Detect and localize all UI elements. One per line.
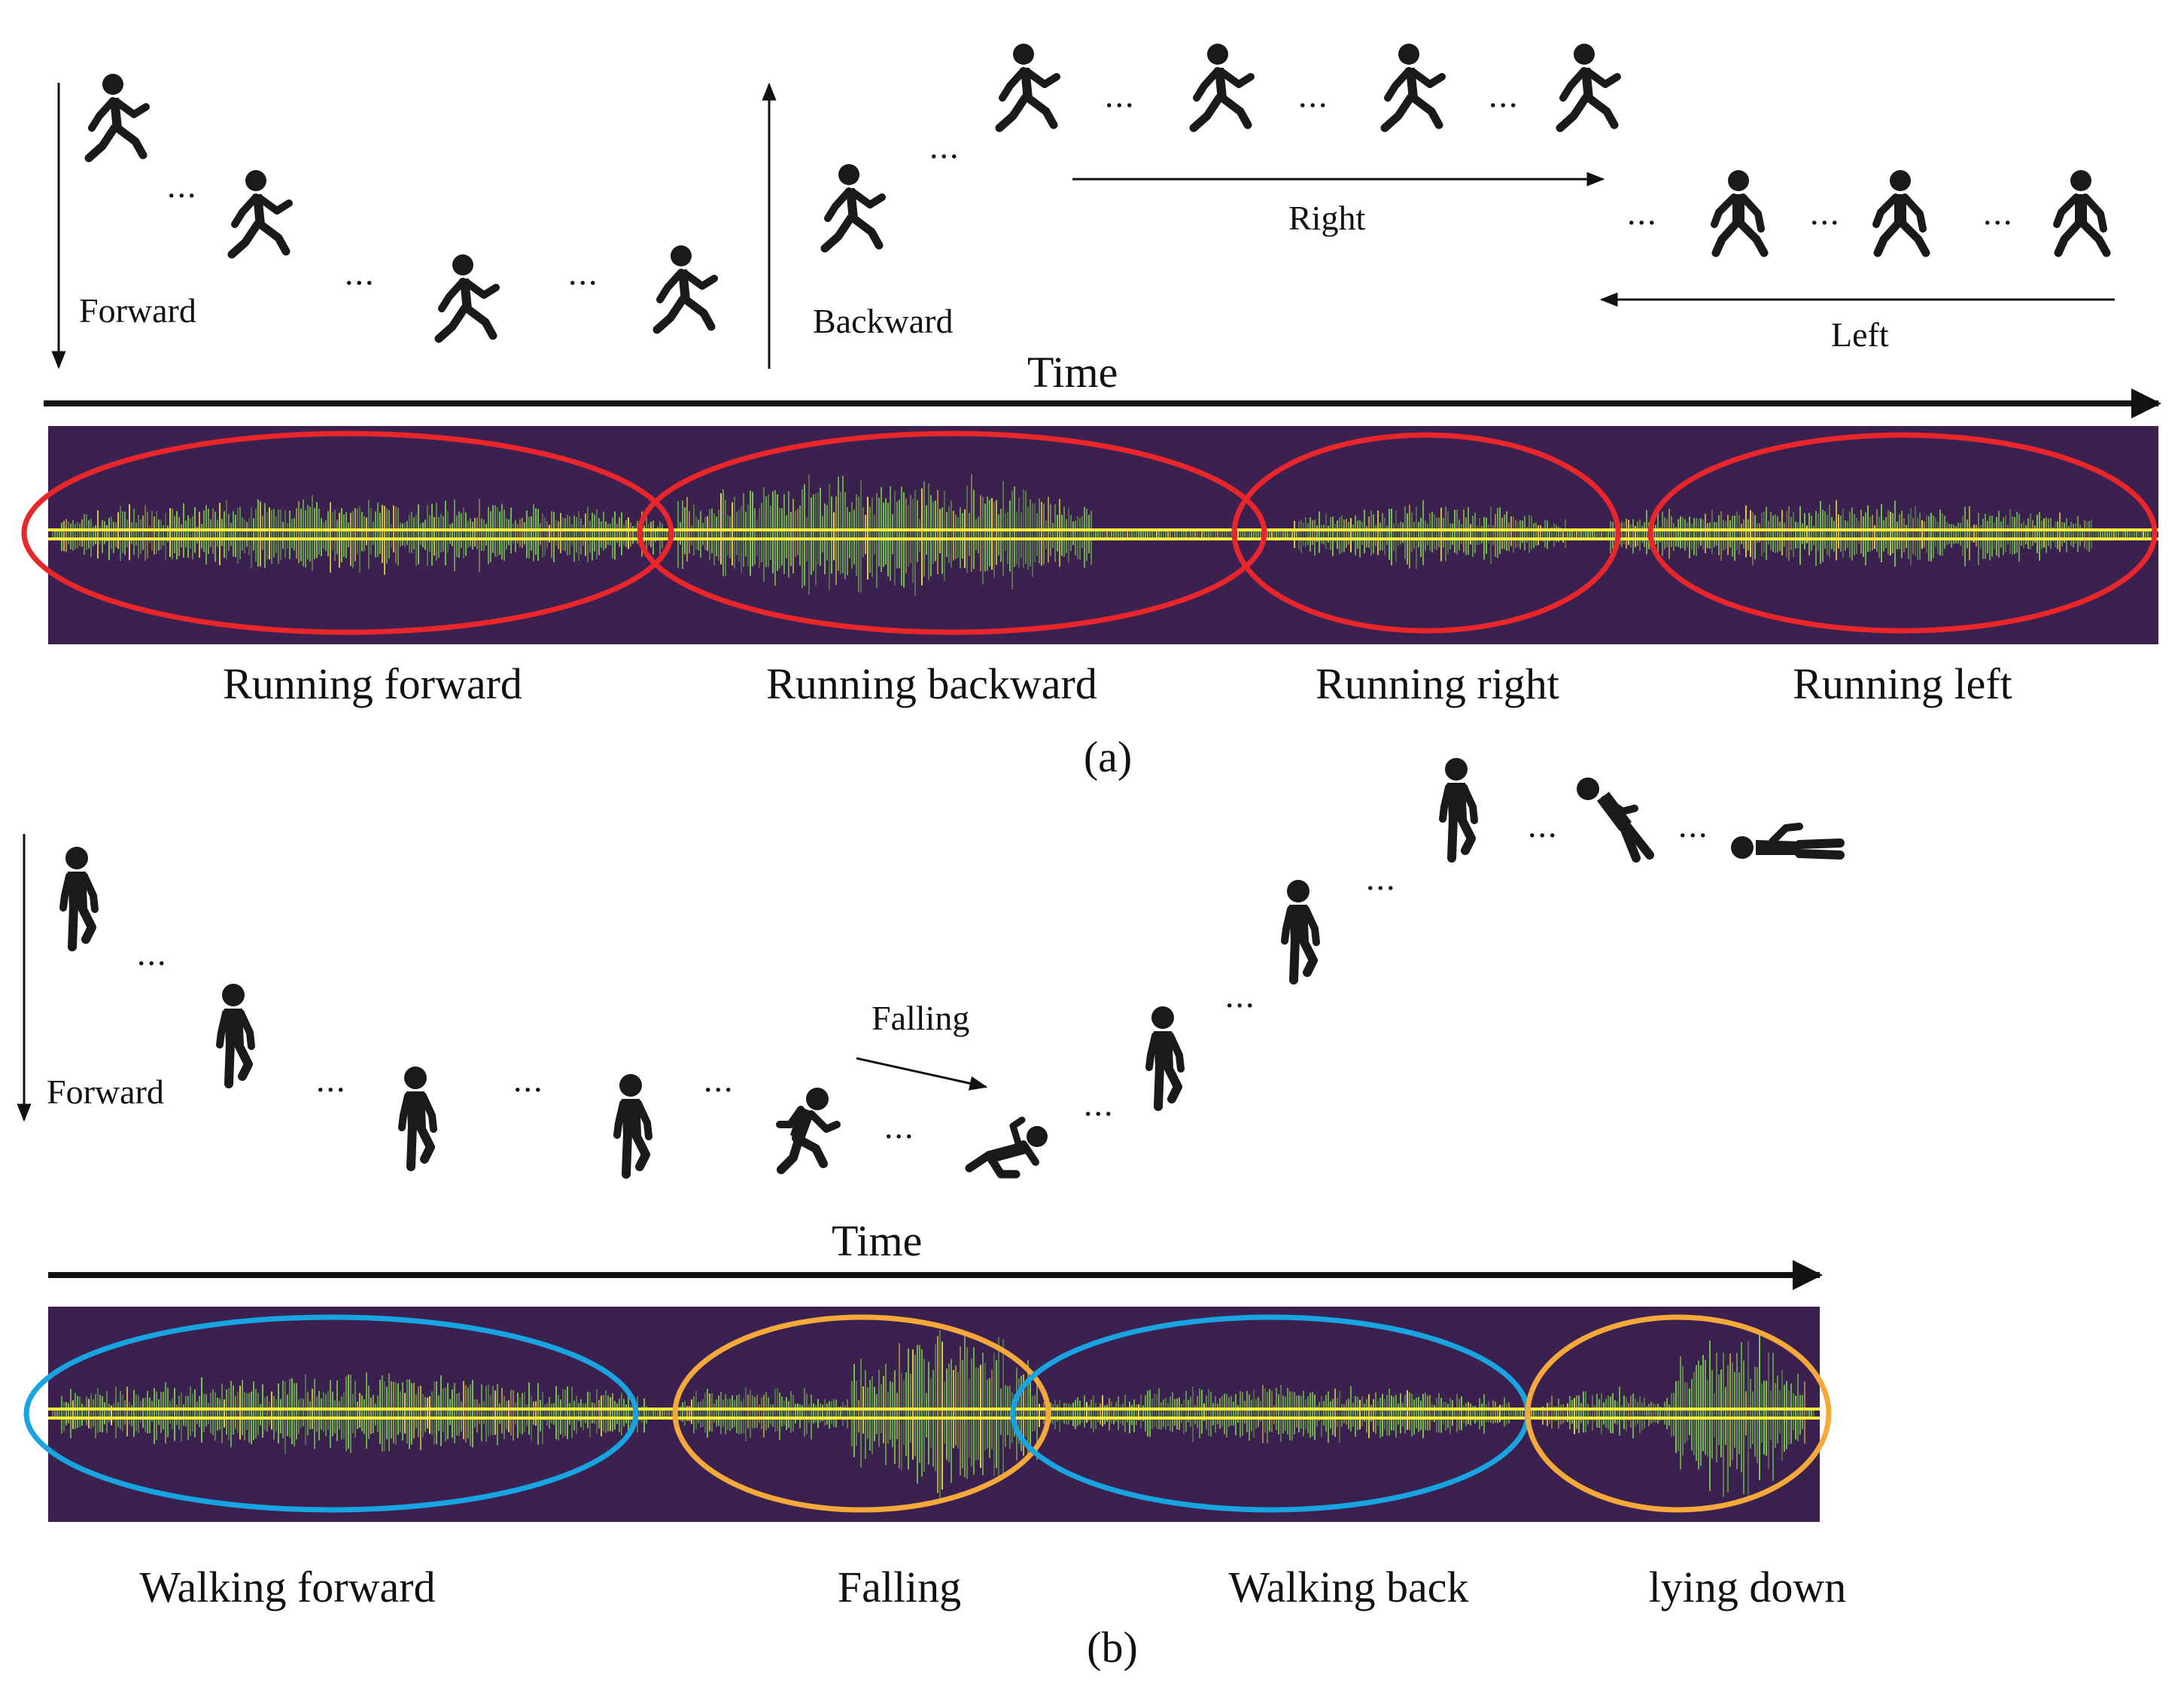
falling-arrow xyxy=(856,1057,988,1091)
ellipsis: ... xyxy=(1298,76,1329,114)
segment-label: Running forward xyxy=(223,659,522,708)
segment-ellipse xyxy=(637,431,1267,635)
ellipsis: ... xyxy=(884,1107,915,1146)
left-label: Left xyxy=(1831,315,1889,354)
ellipsis: ... xyxy=(1489,76,1519,114)
ellipsis: ... xyxy=(1366,859,1397,897)
runner-icon xyxy=(89,74,146,158)
walker-icon xyxy=(617,1074,649,1174)
ellipsis: ... xyxy=(513,1061,544,1099)
ellipsis: ... xyxy=(1810,193,1841,232)
side-runner-icon xyxy=(2057,170,2106,253)
fallen-person-icon xyxy=(969,1120,1048,1174)
panel-a: Forward Backward ... ... ... ... ... ...… xyxy=(21,44,2161,781)
ellipsis: ... xyxy=(1528,806,1559,845)
segment-label: Falling xyxy=(838,1563,961,1611)
side-runner-icon xyxy=(1714,170,1764,253)
runner-icon xyxy=(657,245,714,330)
right-label: Right xyxy=(1288,199,1365,237)
forward-label: Forward xyxy=(47,1073,164,1111)
ellipsis: ... xyxy=(1983,193,2014,232)
runner-icon xyxy=(232,170,289,254)
falling-ellipse xyxy=(1525,1314,1832,1513)
ellipsis: ... xyxy=(704,1061,735,1099)
ellipsis: ... xyxy=(568,254,599,292)
segment-ellipse xyxy=(21,431,674,635)
forward-label: Forward xyxy=(79,291,196,330)
ellipsis: ... xyxy=(137,934,168,972)
segment-label: Running right xyxy=(1316,659,1559,708)
ellipsis: ... xyxy=(929,127,960,166)
ellipsis: ... xyxy=(345,254,376,292)
walker-icon xyxy=(1285,880,1316,980)
runner-icon xyxy=(1560,44,1617,128)
walker-icon xyxy=(1443,758,1474,858)
ellipsis: ... xyxy=(1084,1085,1115,1123)
ellipsis: ... xyxy=(167,166,198,205)
falling-label: Falling xyxy=(871,999,969,1037)
segment-ellipse xyxy=(1647,432,2158,634)
runner-icon xyxy=(439,254,496,339)
falling-ellipse xyxy=(672,1314,1051,1513)
walker-icon xyxy=(220,984,251,1084)
tilting-person-icon xyxy=(1577,778,1650,858)
walker-icon xyxy=(63,847,95,947)
segment-ellipse xyxy=(1231,432,1621,634)
lying-person-icon xyxy=(1731,826,1840,859)
segment-label: Walking forward xyxy=(139,1563,435,1611)
doppler-signal xyxy=(52,473,2151,596)
backward-label: Backward xyxy=(813,302,953,340)
ellipsis: ... xyxy=(1627,193,1658,232)
stumbling-person-icon xyxy=(780,1088,837,1170)
runner-icon xyxy=(1194,44,1251,128)
ellipsis: ... xyxy=(1225,976,1256,1015)
side-runner-icon xyxy=(1876,170,1926,253)
walker-icon xyxy=(1149,1006,1181,1106)
runner-icon xyxy=(1385,44,1442,128)
ellipsis: ... xyxy=(316,1061,347,1099)
ellipsis: ... xyxy=(1105,76,1136,114)
spectrogram-b xyxy=(48,1307,1820,1522)
panel-caption: (a) xyxy=(1084,732,1132,781)
ellipsis: ... xyxy=(1678,806,1709,845)
runner-icon xyxy=(825,164,882,248)
time-label: Time xyxy=(832,1216,922,1265)
segment-label: Running left xyxy=(1793,659,2012,708)
spectrogram-a xyxy=(48,426,2158,644)
segment-label: lying down xyxy=(1649,1563,1847,1611)
segment-label: Walking back xyxy=(1228,1563,1468,1611)
time-label: Time xyxy=(1027,348,1118,397)
runner-icon xyxy=(999,44,1057,128)
walker-icon xyxy=(402,1067,433,1167)
doppler-signal xyxy=(52,1330,1814,1501)
panel-caption: (b) xyxy=(1087,1623,1138,1672)
segment-label: Running backward xyxy=(766,659,1097,708)
walking-ellipse xyxy=(23,1314,639,1513)
panel-b: Forward ... ... ... ... ... Falling ... … xyxy=(17,758,1847,1672)
